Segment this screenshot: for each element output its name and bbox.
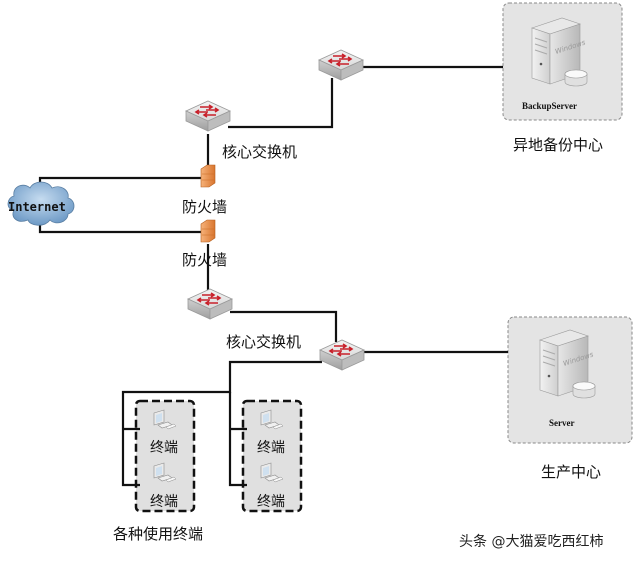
firewall-top-icon <box>200 164 216 188</box>
backup-server-label: BackupServer <box>522 101 577 111</box>
production-center-label: 生产中心 <box>541 463 602 481</box>
terminal-group-2 <box>241 399 303 513</box>
core-switch-top-label: 核心交换机 <box>222 143 298 161</box>
production-server-label: Server <box>549 418 575 428</box>
backup-switch-icon <box>318 49 364 81</box>
production-server-icon <box>539 329 596 399</box>
backup-center-label: 异地备份中心 <box>513 136 604 154</box>
firewall-top-label: 防火墙 <box>182 198 228 216</box>
terminal-label: 终端 <box>150 494 178 510</box>
terminal-group-1 <box>134 399 196 513</box>
link-access-switch-to-terminals <box>121 360 322 487</box>
link-core-bottom-to-access-switch <box>230 310 338 342</box>
network-links <box>38 65 508 487</box>
terminals-zone-label: 各种使用终端 <box>113 525 204 543</box>
internet-label: Internet <box>8 200 66 214</box>
core-switch-top-icon <box>185 100 231 132</box>
backup-server-icon <box>531 17 588 87</box>
terminal-label: 终端 <box>150 440 178 456</box>
terminal-label: 终端 <box>257 494 285 510</box>
internet-cloud-icon <box>7 181 75 226</box>
link-core-top-to-backup-switch <box>228 78 334 129</box>
core-switch-bottom-icon <box>187 288 233 320</box>
firewall-bottom-label: 防火墙 <box>182 251 228 269</box>
firewall-bottom-icon <box>200 219 216 243</box>
core-switch-bottom-label: 核心交换机 <box>226 333 302 351</box>
watermark: 头条 @大猫爱吃西红柿 <box>459 534 604 550</box>
terminal-label: 终端 <box>257 440 285 456</box>
access-switch-icon <box>319 339 365 371</box>
